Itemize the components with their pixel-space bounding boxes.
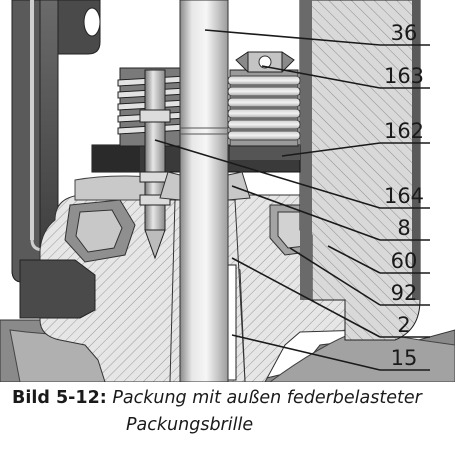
- figure-caption: Bild 5-12: Packung mit außen federbelast…: [0, 382, 455, 458]
- bolt-hex-head: [235, 51, 295, 73]
- caption-text-1: Packung mit außen federbelasteter: [112, 388, 422, 408]
- stud-bolt-left: [139, 69, 171, 260]
- caption-label: Bild 5-12:: [12, 388, 107, 408]
- label-2: 2: [397, 313, 410, 337]
- caption-line-1: Bild 5-12: Packung mit außen federbelast…: [12, 388, 422, 408]
- label-8: 8: [397, 216, 410, 240]
- label-164: 164: [384, 184, 424, 208]
- label-163: 163: [384, 64, 424, 88]
- label-162: 162: [384, 119, 424, 143]
- caption-text-2: Packungsbrille: [126, 415, 254, 435]
- label-60: 60: [391, 249, 418, 273]
- label-15: 15: [391, 346, 418, 370]
- valve-stem: [159, 0, 251, 383]
- label-36: 36: [391, 21, 418, 45]
- disc-springs-right: [227, 69, 301, 147]
- part-number-labels: 36 163 162 164 8 60 92 2 15: [384, 21, 424, 370]
- leader-lines: [154, 29, 430, 371]
- yoke-left: [11, 0, 101, 283]
- label-92: 92: [391, 281, 418, 305]
